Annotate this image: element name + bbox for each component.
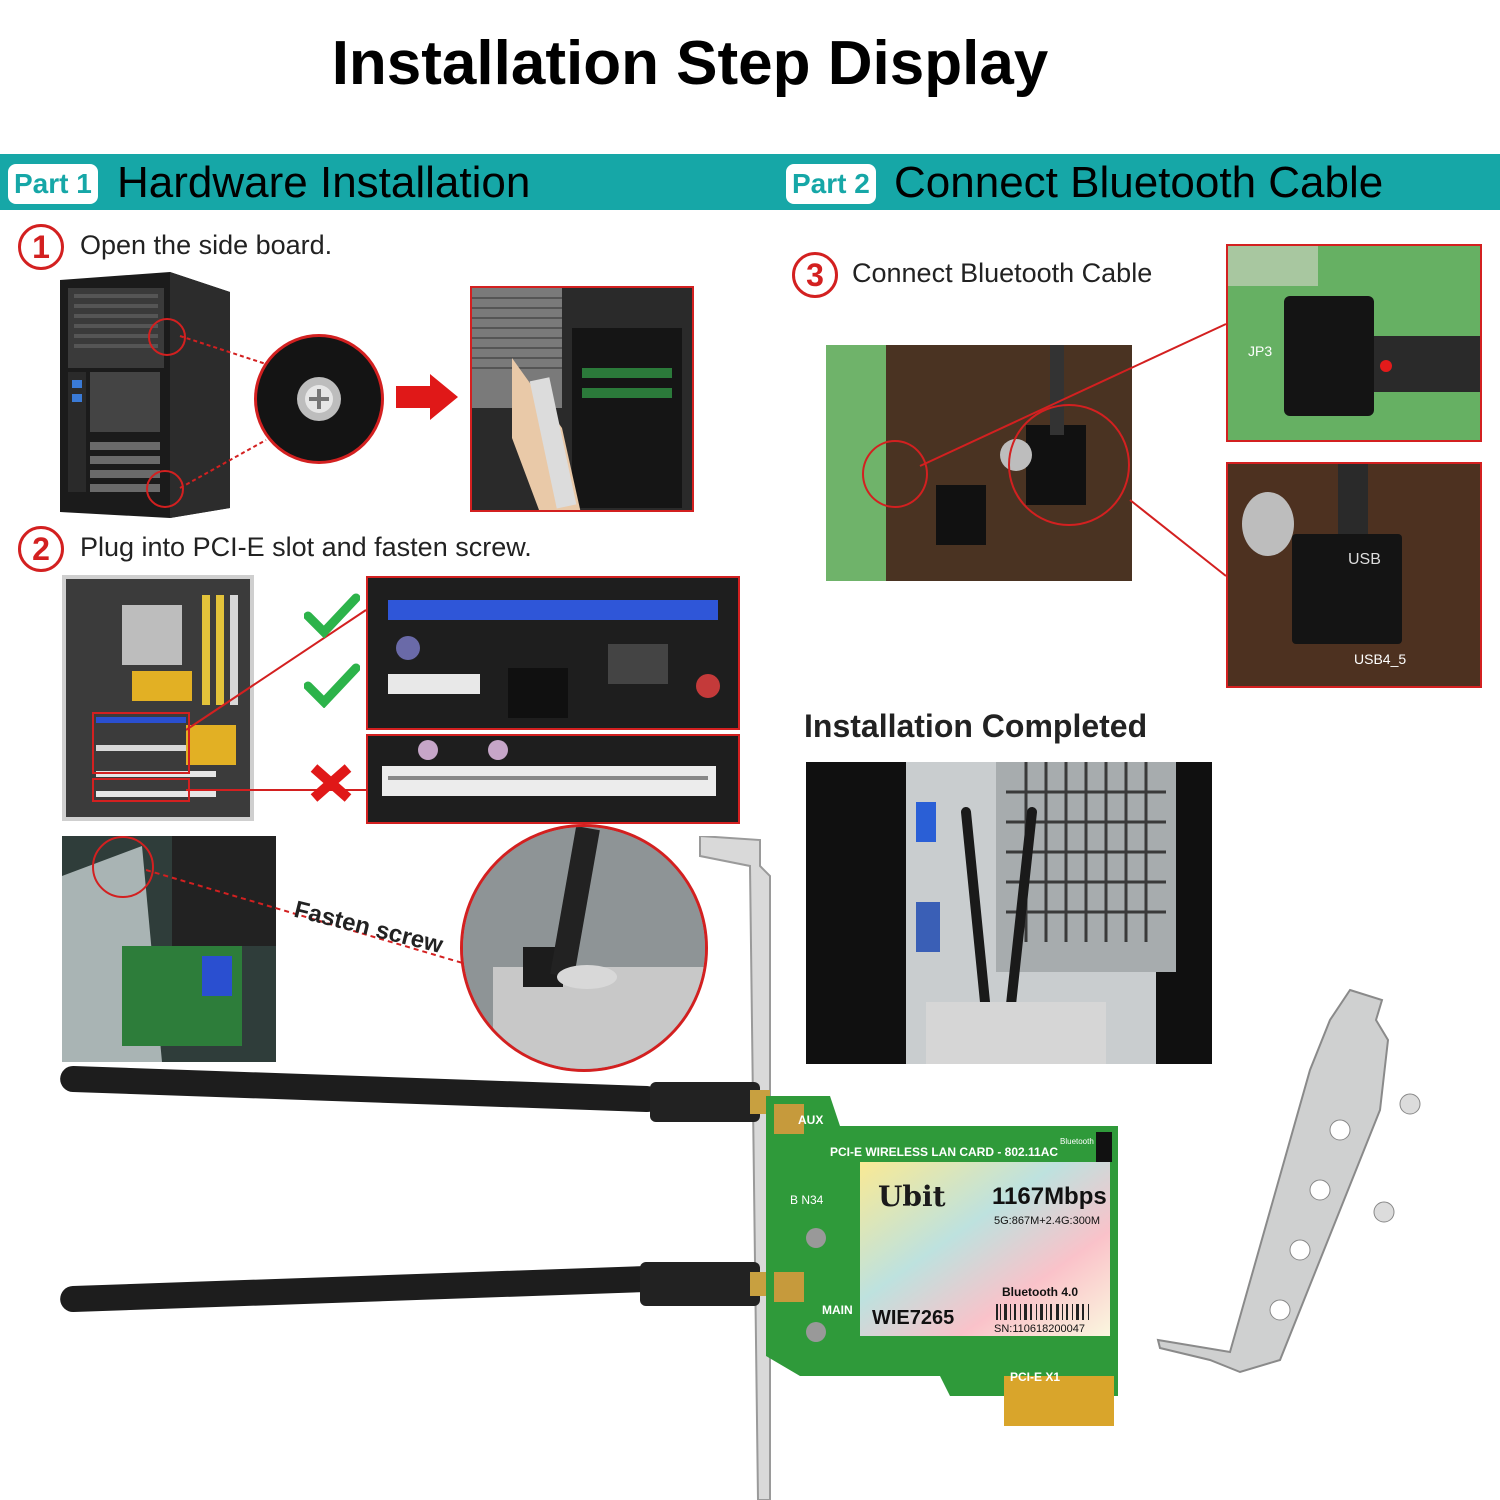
check-icon-1: [304, 593, 360, 638]
antenna-main: [60, 1262, 770, 1313]
pcie-slot-marker: [92, 712, 190, 774]
model-label: WIE7265: [872, 1307, 954, 1329]
part2-title: Connect Bluetooth Cable: [894, 158, 1384, 207]
screwdriver-closeup-circle: [460, 824, 708, 1072]
usb-label: USB: [1348, 551, 1381, 568]
screw-closeup-circle: [254, 334, 384, 464]
usb-connector-lines: [919, 323, 1227, 577]
low-profile-bracket: [1156, 988, 1421, 1374]
step1-text: Open the side board.: [80, 230, 333, 260]
fasten-dotted-line: [146, 869, 467, 965]
step3-number: 3: [792, 252, 838, 298]
antenna-aux: [60, 1065, 770, 1122]
pci-slot-closeup: [366, 734, 740, 824]
screw-marker-top: [148, 318, 186, 356]
bt-card-header-marker: [862, 440, 928, 508]
page-title: Installation Step Display: [331, 29, 1049, 98]
step2-number: 2: [18, 526, 64, 572]
bt-header-closeup: JP3: [1226, 244, 1482, 442]
serial-label: SN:110618200047: [994, 1323, 1085, 1335]
main-label: MAIN: [822, 1303, 853, 1317]
card-header-label: PCI-E WIRELESS LAN CARD - 802.11AC: [830, 1145, 1058, 1159]
brand-label: Ubit: [878, 1180, 946, 1213]
slot-label: PCI-E X1: [1010, 1370, 1060, 1384]
screw-marker-bottom: [146, 470, 184, 508]
screw-location-marker: [92, 836, 154, 898]
bands-label: 5G:867M+2.4G:300M: [994, 1215, 1100, 1227]
part1-title: Hardware Installation: [117, 158, 531, 207]
section-header-band: [0, 154, 1500, 210]
step3-text: Connect Bluetooth Cable: [852, 258, 1153, 288]
part2-badge: Part 2: [786, 164, 876, 204]
usb-header-marker: [1008, 404, 1130, 526]
usb-header-closeup: USB USB4_5: [1226, 462, 1482, 688]
completed-photo: [806, 762, 1212, 1064]
dotted-connector-lines: [179, 335, 267, 489]
pci-slot-marker: [92, 778, 190, 802]
jp-label: JP3: [1248, 343, 1272, 359]
usb-pin-label: USB4_5: [1354, 651, 1406, 667]
red-arrow-icon: [396, 374, 458, 420]
cross-icon: [310, 764, 352, 802]
wifi-card-product: AUX MAIN PCI-E WIRELESS LAN CARD - 802.1…: [60, 836, 1118, 1500]
pcie-slot-closeup: [366, 576, 740, 730]
step2-text: Plug into PCI-E slot and fasten screw.: [80, 532, 532, 562]
motherboard-photo: [62, 575, 254, 821]
completed-heading: Installation Completed: [804, 708, 1148, 744]
aux-label: AUX: [798, 1113, 823, 1127]
bt-pins-label: Bluetooth: [1060, 1137, 1094, 1146]
bt-version-label: Bluetooth 4.0: [1002, 1285, 1078, 1299]
check-icon-2: [304, 663, 360, 708]
open-case-photo: [470, 286, 694, 512]
step1-number: 1: [18, 224, 64, 270]
part1-badge: Part 1: [8, 164, 98, 204]
speed-label: 1167Mbps: [992, 1183, 1107, 1210]
board-mark-label: B N34: [790, 1193, 824, 1207]
